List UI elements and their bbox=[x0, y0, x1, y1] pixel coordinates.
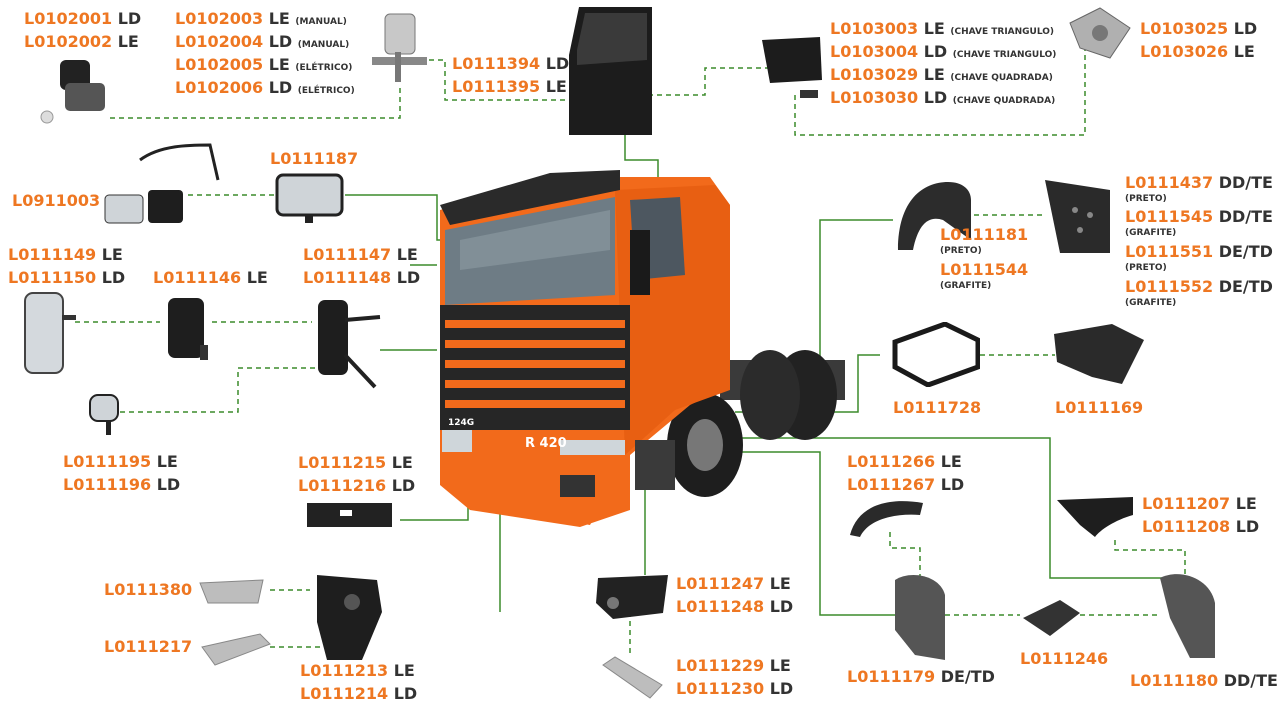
mirror-assembly-icon bbox=[318, 300, 381, 389]
part-label: L0111187 bbox=[270, 149, 359, 168]
part-label: L0111230 LD bbox=[676, 679, 794, 698]
part-label: L0111248 LD bbox=[676, 597, 794, 616]
part-label: L0103004 LD (CHAVE TRIANGULO) bbox=[830, 42, 1057, 61]
step-housing-icon bbox=[596, 575, 668, 619]
part-label: L0111169 bbox=[1055, 398, 1144, 417]
part-label: L0102006 LD (ELÉTRICO) bbox=[175, 78, 355, 97]
part-label: L0111146 LE bbox=[153, 268, 268, 287]
mirror-pair-icon bbox=[104, 143, 220, 224]
rear-fender-icon bbox=[898, 182, 971, 250]
part-label: L0111394 LD bbox=[452, 54, 570, 73]
window-motor-icon bbox=[40, 60, 105, 124]
part-label: L0102001 LD bbox=[24, 9, 142, 28]
part-label: L0111247 LE bbox=[676, 574, 791, 593]
part-label: L0111195 LE bbox=[63, 452, 178, 471]
part-label: L0111229 LE bbox=[676, 656, 791, 675]
step-panel-icon bbox=[307, 503, 392, 527]
step-tread-upper-icon bbox=[199, 579, 264, 604]
part-label: L0111196 LD bbox=[63, 475, 181, 494]
part-label: L0102003 LE (MANUAL) bbox=[175, 9, 347, 28]
part-label: L0111552 DE/TD bbox=[1125, 277, 1273, 296]
part-label: L0111728 bbox=[893, 398, 982, 417]
part-label: L0111246 bbox=[1020, 649, 1109, 668]
part-label: L0111545 DD/TE bbox=[1125, 207, 1273, 226]
door-handle-icon bbox=[762, 37, 822, 98]
part-label: L0111266 LE bbox=[847, 452, 962, 471]
rear-fender-right-icon bbox=[1160, 574, 1215, 658]
part-label: L0103025 LD bbox=[1140, 19, 1258, 38]
part-label: L0111179 DE/TD bbox=[847, 667, 995, 686]
color-note: (PRETO) bbox=[1125, 263, 1167, 273]
color-note: (PRETO) bbox=[1125, 194, 1167, 204]
part-label: L0103003 LE (CHAVE TRIANGULO) bbox=[830, 19, 1055, 38]
part-label: L0111150 LD bbox=[8, 268, 126, 287]
part-label: L0111181 bbox=[940, 225, 1029, 244]
small-mirror-icon bbox=[89, 394, 119, 435]
color-note: (GRAFITE) bbox=[940, 281, 992, 291]
step-bracket-icon bbox=[317, 575, 382, 660]
color-note: (GRAFITE) bbox=[1125, 298, 1177, 308]
part-label: L0111395 LE bbox=[452, 77, 567, 96]
fender-bracket-icon bbox=[1023, 600, 1080, 636]
front-fender-icon bbox=[895, 575, 945, 660]
truck-illustration: R 420 124G bbox=[440, 170, 845, 527]
grille-badge: 124G bbox=[448, 418, 474, 428]
part-label: L0111380 bbox=[104, 580, 193, 599]
part-label: L0111207 LE bbox=[1142, 494, 1257, 513]
part-label: L0103030 LD (CHAVE QUADRADA) bbox=[830, 88, 1056, 107]
fender-top-icon bbox=[1057, 497, 1133, 537]
battery-tray-icon bbox=[892, 322, 980, 387]
door-icon bbox=[569, 7, 652, 135]
part-label: L0911003 bbox=[12, 191, 101, 210]
mudflap-icon bbox=[1045, 180, 1110, 253]
part-label: L0111217 bbox=[104, 637, 193, 656]
main-mirror-icon bbox=[24, 292, 76, 374]
fender-extension-icon bbox=[850, 501, 923, 537]
part-label: L0111213 LE bbox=[300, 661, 415, 680]
step-tread-lower-icon bbox=[201, 633, 271, 666]
part-label: L0102004 LD (MANUAL) bbox=[175, 32, 350, 51]
part-label: L0111147 LE bbox=[303, 245, 418, 264]
part-label: L0111148 LD bbox=[303, 268, 421, 287]
part-label: L0111214 LD bbox=[300, 684, 418, 703]
battery-cover-icon bbox=[1054, 324, 1144, 384]
step-tread-icon bbox=[602, 656, 663, 699]
color-note: (GRAFITE) bbox=[1125, 228, 1177, 238]
window-regulator-icon bbox=[372, 13, 427, 82]
part-label: L0111216 LD bbox=[298, 476, 416, 495]
model-badge: R 420 bbox=[525, 436, 567, 451]
color-note: (PRETO) bbox=[940, 246, 982, 256]
part-label: L0102005 LE (ELÉTRICO) bbox=[175, 55, 353, 74]
part-label: L0111437 DD/TE bbox=[1125, 173, 1273, 192]
wide-mirror-icon bbox=[275, 173, 344, 223]
part-label: L0111215 LE bbox=[298, 453, 413, 472]
part-label: L0111267 LD bbox=[847, 475, 965, 494]
mirror-cover-icon bbox=[168, 298, 208, 360]
part-label: L0102002 LE bbox=[24, 32, 139, 51]
part-label: L0111149 LE bbox=[8, 245, 123, 264]
part-label: L0111551 DE/TD bbox=[1125, 242, 1273, 261]
part-label: L0103029 LE (CHAVE QUADRADA) bbox=[830, 65, 1053, 84]
part-label: L0111544 bbox=[940, 260, 1029, 279]
part-label: L0111180 DD/TE bbox=[1130, 671, 1278, 690]
part-label: L0103026 LE bbox=[1140, 42, 1255, 61]
door-lock-icon bbox=[1069, 7, 1131, 59]
part-label: L0111208 LD bbox=[1142, 517, 1260, 536]
